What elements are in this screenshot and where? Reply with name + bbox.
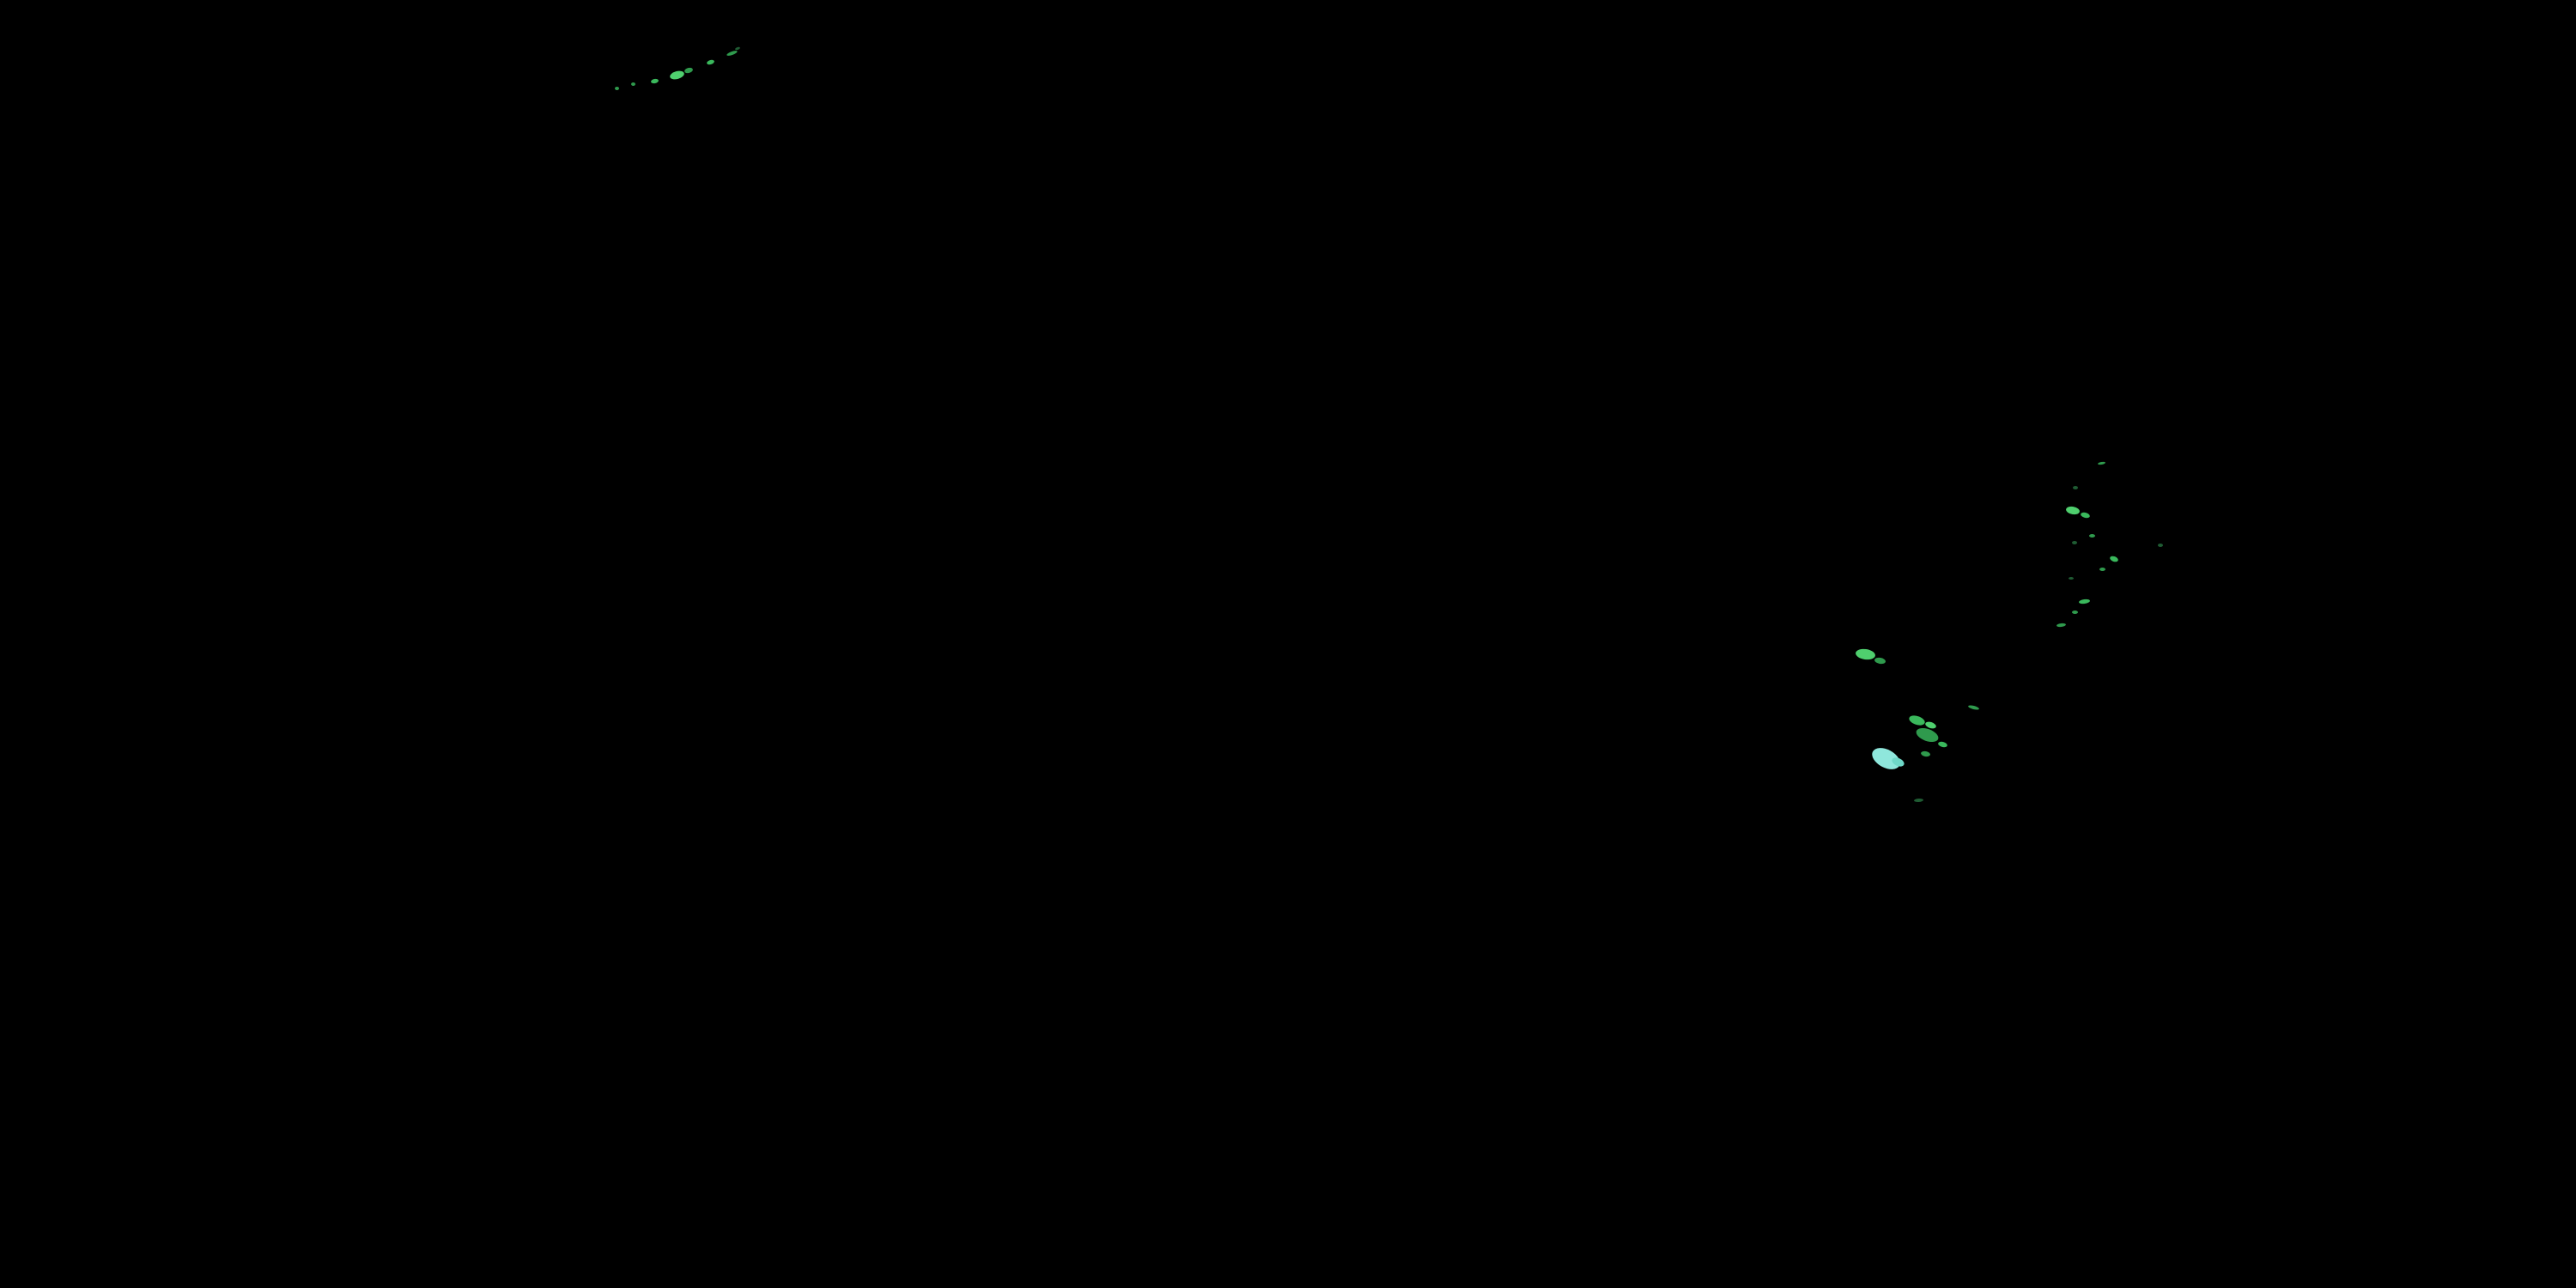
speck — [1920, 750, 1931, 757]
speck — [683, 66, 694, 75]
speck — [1914, 725, 1941, 745]
speck — [2056, 623, 2067, 628]
speck — [1907, 714, 1927, 727]
speck — [734, 46, 741, 51]
speck — [615, 87, 619, 90]
speck — [650, 78, 659, 84]
speck — [2065, 505, 2081, 516]
speck — [2109, 555, 2119, 563]
speck — [1967, 704, 1980, 711]
speck — [706, 58, 715, 66]
speck — [2089, 534, 2095, 538]
speck — [2069, 577, 2074, 580]
speck — [1937, 740, 1948, 749]
speck — [2078, 598, 2091, 605]
speck — [726, 49, 738, 58]
speck — [1874, 656, 1886, 665]
speck — [2099, 568, 2105, 571]
speck — [2072, 611, 2078, 614]
speck — [1855, 647, 1876, 661]
speck — [1913, 798, 1924, 803]
speck — [631, 82, 635, 86]
speck — [2072, 541, 2077, 544]
speck — [2073, 486, 2078, 489]
speck — [669, 69, 685, 82]
speck — [2080, 511, 2091, 519]
speck — [2097, 461, 2106, 465]
speck — [2158, 544, 2163, 547]
